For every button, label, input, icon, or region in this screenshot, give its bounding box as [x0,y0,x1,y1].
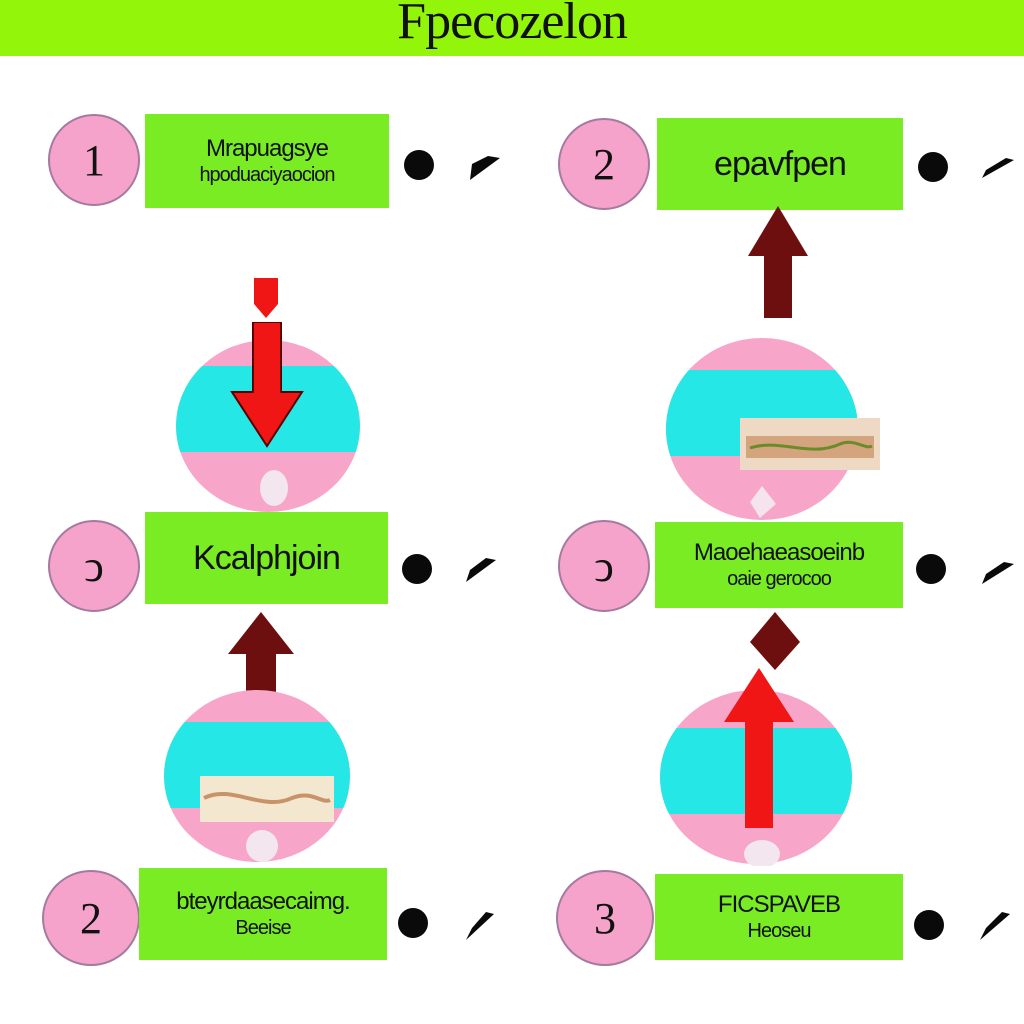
step-number-circle: 2 [42,870,140,966]
step-label-box: Mrapuagsye hpoduaciyaocion [145,114,389,208]
step-label-line1: epavfpen [714,145,847,183]
step-label-line1: Maoehaeasoeinb [693,539,865,566]
black-pointer-icon [466,558,496,582]
step-number-circle: 2 [558,118,650,210]
step-label-line1: Kcalphjoin [193,539,341,577]
step-label-line2: oaie gerocoo [727,568,832,590]
black-dot-icon [398,908,428,938]
black-dot-icon [404,150,434,180]
black-dot-icon [914,910,944,940]
black-pointer-icon [982,158,1014,178]
black-dot-icon [918,152,948,182]
arrow-down-icon [230,322,304,448]
arrow-up-icon [228,612,294,696]
step-number-circle: ↄ [48,520,140,612]
red-marker-icon [254,278,278,318]
step-label-line1: bteyrdaasecaimg. [176,888,350,915]
step-label-line2: hpoduaciyaocion [199,164,335,186]
black-pointer-icon [980,912,1010,940]
black-pointer-icon [470,156,500,180]
arrow-up-icon [748,206,808,318]
step-label-box: FICSPAVEB Heoseu [655,874,903,960]
black-dot-icon [402,554,432,584]
striped-ball-icon [164,690,350,862]
step-label-line2: Heoseu [747,920,812,942]
photo-strip-icon [740,418,880,470]
step-label-box: Maoehaeasoeinb oaie gerocoo [655,522,903,608]
step-number-circle: 1 [48,114,140,206]
step-label-line1: Mrapuagsye [205,135,329,162]
step-number-circle: 3 [556,870,654,966]
step-label-box: bteyrdaasecaimg. Beeise [139,868,387,960]
step-label-box: Kcalphjoin [145,512,388,604]
page-title: Fpecozelon [397,0,628,50]
black-dot-icon [916,554,946,584]
black-pointer-icon [982,562,1014,584]
maroon-diamond-icon [750,612,800,670]
title-bar: Fpecozelon [0,0,1024,56]
step-number-circle: ↄ [558,520,650,612]
step-label-line2: Beeise [235,917,291,939]
black-pointer-icon [466,912,494,940]
step-label-box: epavfpen [657,118,903,210]
striped-ball-icon [660,690,852,866]
arrow-up-icon [724,668,794,828]
step-label-line1: FICSPAVEB [717,891,841,918]
